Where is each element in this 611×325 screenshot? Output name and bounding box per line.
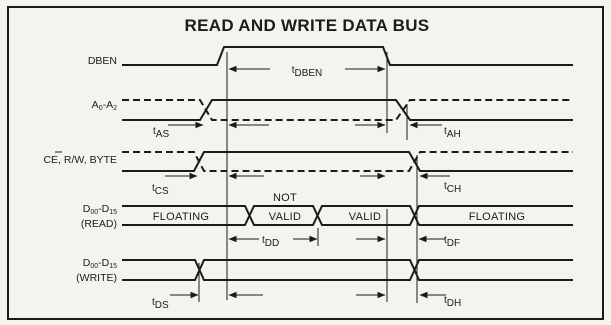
label-t-as: tAS (153, 126, 169, 140)
state-not: NOT (273, 192, 297, 204)
diagram-frame (7, 6, 604, 320)
label-dben: DBEN (88, 55, 117, 67)
label-data-write-mode: (WRITE) (76, 272, 117, 284)
label-control-signals: CE, R/W, BYTE (43, 154, 117, 166)
diagram-title: READ AND WRITE DATA BUS (185, 16, 430, 35)
waveform-dben (122, 46, 573, 66)
label-t-dh: tDH (444, 295, 461, 309)
label-t-cs: tCS (152, 183, 169, 197)
label-t-df: tDF (444, 235, 460, 249)
label-address-bus: A0-A2 (92, 99, 117, 112)
label-data-read-mode: (READ) (81, 218, 117, 230)
waveform-address-dashed (122, 99, 573, 121)
waveform-control-solid (122, 151, 573, 172)
waveform-data-read-bottom (122, 205, 573, 226)
waveform-control-dashed (122, 151, 573, 172)
waveform-data-read-top (122, 205, 573, 226)
waveform-data-write-bottom (122, 259, 573, 281)
label-data-read: D00-D15 (83, 203, 117, 216)
state-floating-left: FLOATING (153, 211, 210, 223)
label-t-dben: tDBEN (292, 65, 323, 79)
state-valid: VALID (349, 211, 381, 223)
label-t-ah: tAH (444, 126, 461, 140)
waveform-data-write-top (122, 259, 573, 281)
label-data-write: D00-D15 (83, 257, 117, 270)
state-floating-right: FLOATING (469, 211, 526, 223)
waveform-address-solid (122, 99, 573, 121)
label-t-ch: tCH (444, 181, 461, 195)
label-t-ds: tDS (152, 297, 169, 311)
state-not-valid: VALID (269, 211, 301, 223)
label-t-dd: tDD (262, 235, 279, 249)
